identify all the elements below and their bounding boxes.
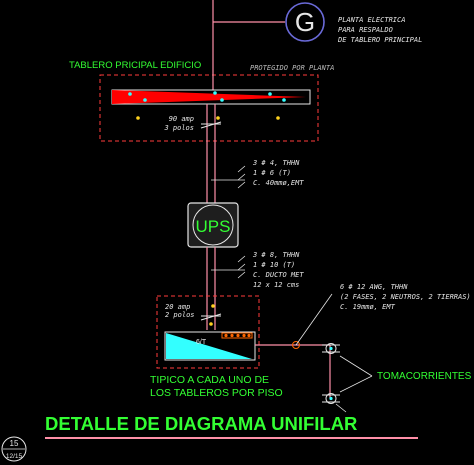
generator-group: G PLANTA ELECTRICA PARA RESPALDO DE TABL… <box>212 0 422 58</box>
main-bus-terminal <box>282 98 286 102</box>
floor-breaker-rating: 20 amp <box>165 303 190 311</box>
feeder-lower-tick <box>237 255 246 263</box>
outlet-lower-terminal <box>329 396 333 401</box>
ups-box <box>187 202 239 248</box>
floor-panel-tag: 6/T <box>196 339 207 346</box>
branch-leader <box>295 293 333 346</box>
floor-breaker-slot <box>247 333 251 338</box>
main-breaker-dot <box>216 116 220 120</box>
sheet-index: 12/15 <box>6 453 23 460</box>
floor-breaker-dot <box>209 322 213 326</box>
outlet-upper-terminal <box>329 346 333 351</box>
floor-panel-caption-1: TIPICO A CADA UNO DE <box>150 374 269 386</box>
feeder-lower-group: 3 # 8, THHN 1 # 10 (T) C. DUCTO MET 12 x… <box>206 247 304 300</box>
generator-label-3: DE TABLERO PRINCIPAL <box>337 36 422 44</box>
floor-breaker-slot <box>236 333 240 338</box>
floor-panel-enclosure <box>156 295 260 369</box>
floor-panel-group: 20 amp 2 polos 6/T TIPICO A CADA UNO DE … <box>150 295 283 399</box>
generator-circle <box>285 2 325 42</box>
outlet-upper-icon <box>325 343 337 354</box>
main-bus-terminal <box>128 92 132 96</box>
branch-group: 6 # 12 AWG, THHN (2 FASES, 2 NEUTROS, 2 … <box>255 283 472 413</box>
ups-group: UPS <box>187 202 239 248</box>
floor-breaker-poles: 2 polos <box>165 311 195 319</box>
feeder-lower-conduit: C. DUCTO MET <box>253 271 304 279</box>
feeder-upper-conductor: 3 # 4, THHN <box>252 159 300 167</box>
title-block: 15 12/15 DETALLE DE DIAGRAMA UNIFILAR <box>1 413 418 462</box>
floor-busbar-load-wedge <box>166 333 252 359</box>
main-bus-terminal <box>143 98 147 102</box>
branch-composition: (2 FASES, 2 NEUTROS, 2 TIERRAS) <box>340 293 471 301</box>
ups-label: UPS <box>196 217 231 236</box>
outlets-leader-upper <box>339 355 373 377</box>
ups-circle <box>192 204 234 246</box>
outlets-label: TOMACORRIENTES <box>377 371 472 382</box>
main-breaker-dot <box>136 116 140 120</box>
feeder-upper-ground: 1 # 6 (T) <box>253 169 291 177</box>
feeder-upper-tick <box>237 181 246 189</box>
floor-breaker-row <box>221 332 253 339</box>
main-breaker-dot <box>276 116 280 120</box>
main-bus-terminal <box>268 92 272 96</box>
feeder-upper-group: 3 # 4, THHN 1 # 6 (T) C. 40mmø,EMT <box>206 150 304 203</box>
floor-breaker-slot <box>224 333 228 338</box>
main-panel-enclosure <box>99 74 319 142</box>
feeder-lower-tick <box>237 271 246 279</box>
main-breaker-poles: 3 polos <box>163 124 194 132</box>
main-breaker-rating: 90 amp <box>169 115 194 123</box>
feeder-lower-ground: 1 # 10 (T) <box>253 261 295 269</box>
feeder-lower-conductor: 3 # 8, THHN <box>252 251 300 259</box>
feeder-lower-duct-size: 12 x 12 cms <box>253 281 299 289</box>
outlet-lower-icon <box>325 393 337 404</box>
outlets-leader-lower <box>339 375 373 393</box>
generator-label-2: PARA RESPALDO <box>338 26 393 34</box>
floor-breaker-slot <box>230 333 234 338</box>
feeder-lower-tick <box>237 263 246 271</box>
main-bus-terminal <box>220 98 224 102</box>
main-panel-note: PROTEGIDO POR PLANTA <box>250 64 334 72</box>
floor-breaker-switch-icon <box>200 313 222 321</box>
floor-panel-caption-2: LOS TABLEROS POR PISO <box>150 387 283 399</box>
branch-conductor: 6 # 12 AWG, THHN <box>340 283 408 291</box>
feeder-upper-conduit: C. 40mmø,EMT <box>253 179 304 187</box>
floor-busbar-frame <box>164 331 256 361</box>
main-panel-group: TABLERO PRICIPAL EDIFICIO PROTEGIDO POR … <box>69 58 334 150</box>
main-busbar-load-wedge <box>112 90 306 104</box>
branch-junction-icon <box>292 341 300 349</box>
main-breaker-switch-icon <box>200 121 222 129</box>
sheet-title: DETALLE DE DIAGRAMA UNIFILAR <box>45 413 357 434</box>
main-panel-title: TABLERO PRICIPAL EDIFICIO <box>69 60 201 71</box>
floor-breaker-slot <box>242 333 246 338</box>
sheet-number-bubble <box>1 436 27 462</box>
main-bus-terminal <box>213 91 217 95</box>
feeder-upper-tick <box>237 165 246 173</box>
generator-symbol: G <box>295 7 315 37</box>
branch-conduit: C. 19mmø, EMT <box>340 303 396 311</box>
generator-label-1: PLANTA ELECTRICA <box>338 16 405 24</box>
outlet-lower-leader <box>335 403 347 413</box>
feeder-upper-tick <box>237 173 246 181</box>
floor-breaker-dot <box>211 304 215 308</box>
sheet-number: 15 <box>10 439 19 448</box>
